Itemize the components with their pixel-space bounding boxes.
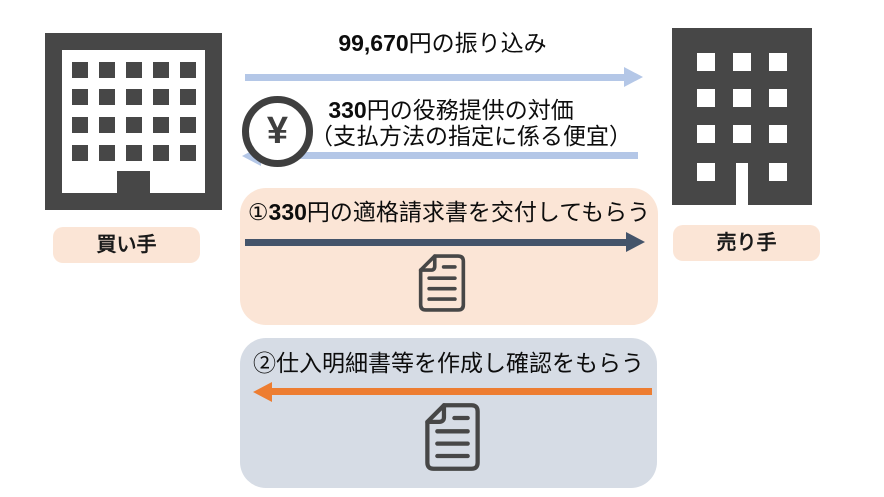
step1-prefix: ① [247,200,269,225]
service-text: 円の役務提供の対価 [366,98,574,123]
step2-box: ②仕入明細書等を作成し確認をもらう [240,338,657,488]
service-fee-label: 330円の役務提供の対価 （支払方法の指定に係る便宜） [310,97,632,150]
service-amount: 330 [328,97,367,123]
seller-label: 売り手 [673,225,820,261]
step1-text: 円の適格請求書を交付してもらう [306,200,651,225]
statement-document-icon [425,403,480,471]
service-arrow-shaft [261,152,638,159]
step1-label: ①330円の適格請求書を交付してもらう [240,198,658,227]
step2-arrow-shaft [272,388,652,395]
yen-icon: ¥ [242,96,313,167]
seller-building-icon [672,28,812,205]
buyer-building-icon [45,33,222,210]
transfer-arrow-head [624,67,643,87]
step1-arrow-shaft [245,239,626,246]
transfer-arrow-shaft [245,74,625,81]
transfer-label: 99,670円の振り込み [240,30,645,57]
buyer-label: 買い手 [53,227,200,263]
step2-text: ②仕入明細書等を作成し確認をもらう [253,351,644,376]
step1-arrow-head [626,232,645,252]
transfer-amount: 99,670 [338,30,409,56]
step2-arrow-head [253,382,272,402]
service-note: （支払方法の指定に係る便宜） [310,124,632,149]
yen-symbol: ¥ [266,110,289,152]
step1-box: ①330円の適格請求書を交付してもらう [240,188,658,325]
transfer-text: 円の振り込み [408,31,547,56]
step2-label: ②仕入明細書等を作成し確認をもらう [240,350,657,378]
invoice-document-icon [418,254,466,312]
step1-amount: 330 [268,199,307,225]
